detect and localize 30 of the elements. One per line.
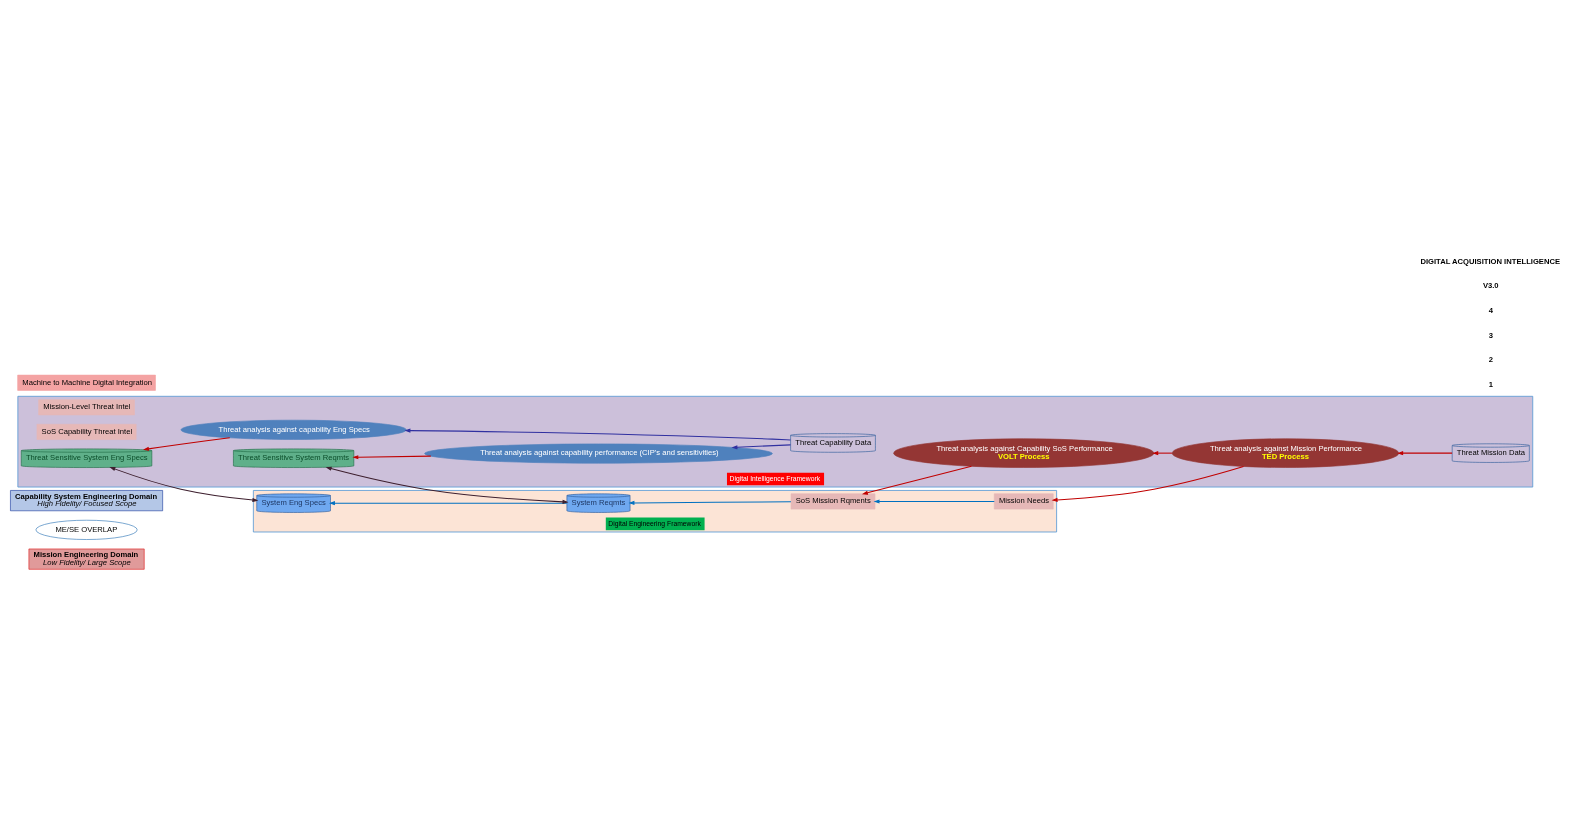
arrow bbox=[628, 500, 792, 505]
node-ellipse: Threat analysis against capability Eng Specs bbox=[180, 419, 407, 440]
arrow bbox=[352, 454, 432, 459]
node-box: Mission Engineering Domain Low Fidelity/ Large Scope bbox=[28, 548, 145, 570]
arrow bbox=[109, 466, 259, 502]
arrow bbox=[143, 436, 231, 451]
node-ellipse: Threat analysis against Mission Performance TED Process bbox=[1171, 437, 1399, 468]
node-box: Machine to Machine Digital Integration bbox=[17, 374, 156, 391]
arrow bbox=[861, 465, 972, 495]
node-box: SoS Capability Threat Intel bbox=[36, 423, 137, 440]
arrow bbox=[325, 466, 569, 504]
node-box: Mission-Level Threat Intel bbox=[38, 398, 135, 415]
arrow bbox=[1051, 465, 1245, 502]
node-box: SoS Mission Rqments bbox=[790, 493, 876, 509]
arrow bbox=[404, 428, 791, 441]
node-ellipse: Threat analysis against Capability SoS Performance VOLT Process bbox=[893, 437, 1155, 468]
label: 4 bbox=[1488, 305, 1493, 315]
arrow bbox=[1397, 450, 1453, 455]
label: DIGITAL ACQUISITION INTELLIGENCE bbox=[1420, 256, 1561, 266]
node-box: Mission Needs bbox=[993, 493, 1054, 509]
node-ellipse: ME/SE OVERLAP bbox=[35, 519, 138, 540]
arrow bbox=[731, 443, 792, 449]
arrow bbox=[873, 498, 995, 504]
label: 2 bbox=[1488, 354, 1493, 364]
label: V3.0 bbox=[1482, 280, 1499, 290]
node-box: Capability System Engineering Domain High Fidelity/ Focused Scope bbox=[10, 489, 163, 511]
label: 3 bbox=[1488, 330, 1493, 340]
arrow bbox=[1152, 450, 1173, 455]
label: 1 bbox=[1488, 379, 1493, 389]
arrow bbox=[329, 500, 568, 505]
